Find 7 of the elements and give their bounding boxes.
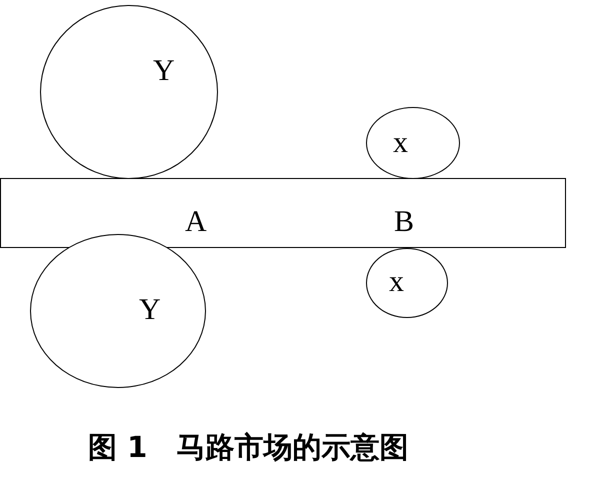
area-letter: B <box>394 207 414 237</box>
area-letter: x <box>393 128 408 158</box>
area-letter: Y <box>153 56 175 86</box>
area-letter: x <box>389 267 404 297</box>
figure-caption: 图 1 马路市场的示意图 <box>88 429 408 466</box>
area-letter: A <box>185 207 207 237</box>
area-letter: Y <box>139 295 161 325</box>
